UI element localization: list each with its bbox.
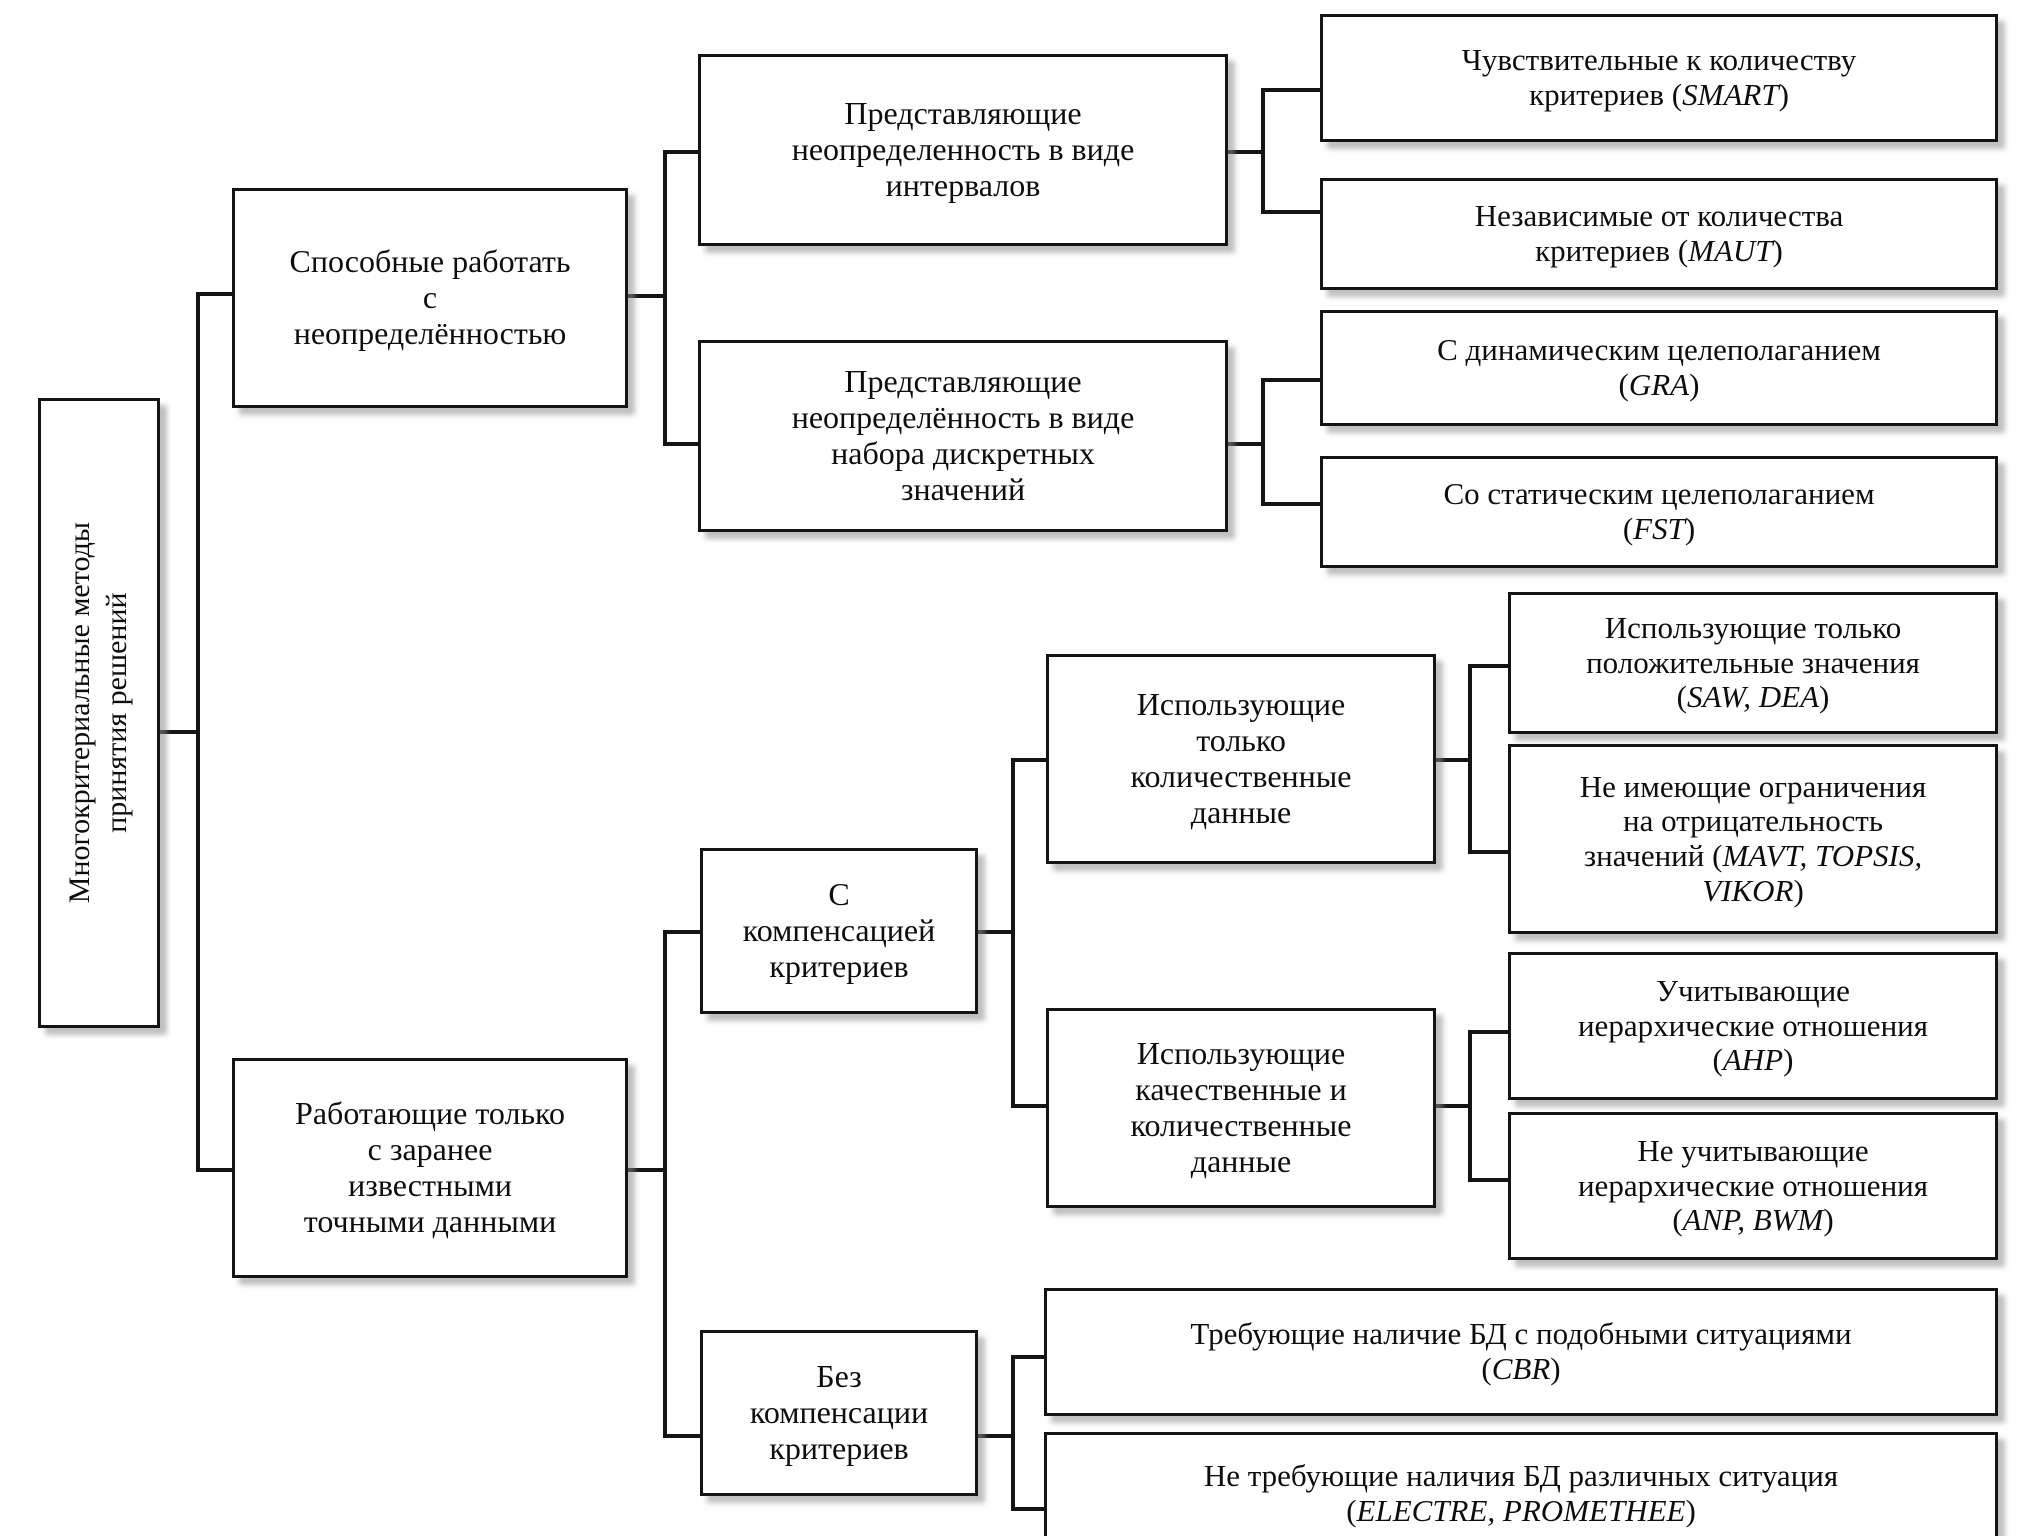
- connector-l3m-stub: [1432, 1104, 1472, 1108]
- connector-l2int-stub: [1225, 150, 1265, 154]
- connector-l1b-stub: [627, 1168, 667, 1172]
- connector-to-mavt: [1468, 850, 1512, 854]
- connector-l1b-spine: [663, 930, 667, 1438]
- connector-to-smart: [1261, 88, 1325, 92]
- connector-to-l1-a: [196, 292, 236, 296]
- connector-to-maut: [1261, 210, 1325, 214]
- connector-to-electre: [1011, 1507, 1049, 1511]
- connector-l2dis-stub: [1225, 442, 1265, 446]
- connector-l2int-spine: [1261, 88, 1265, 214]
- connector-l1a-spine: [663, 150, 667, 446]
- node-leaf-electre[interactable]: Не требующие наличия БД различных ситуац…: [1044, 1432, 1998, 1536]
- connector-to-l3-quant: [1011, 758, 1051, 762]
- connector-to-l2-int: [663, 150, 703, 154]
- connector-l3q-spine: [1468, 664, 1472, 854]
- node-leaf-gra[interactable]: С динамическим целеполаганием(GRA): [1320, 310, 1998, 426]
- node-leaf-cbr[interactable]: Требующие наличие БД с подобными ситуаци…: [1044, 1288, 1998, 1416]
- connector-root-stub: [156, 730, 200, 734]
- connector-l2comp-stub: [975, 930, 1015, 934]
- node-leaf-electre-label: Не требующие наличия БД различных ситуац…: [1203, 1458, 1839, 1528]
- connector-to-ahp: [1468, 1030, 1512, 1034]
- connector-l2noc-stub: [975, 1434, 1015, 1438]
- connector-l3q-stub: [1432, 758, 1472, 762]
- connector-to-l2-noc: [663, 1434, 705, 1438]
- connector-l3m-spine: [1468, 1030, 1472, 1182]
- connector-root-spine: [196, 292, 200, 1172]
- connector-to-fst: [1261, 502, 1325, 506]
- connector-to-l1-b: [196, 1168, 236, 1172]
- connector-to-l3-mixed: [1011, 1104, 1051, 1108]
- connector-to-cbr: [1011, 1355, 1049, 1359]
- connector-l1a-stub: [627, 294, 667, 298]
- node-leaf-fst-label: Со статическим целеполаганием(FST): [1443, 476, 1875, 546]
- connector-to-anpbwm: [1468, 1178, 1512, 1182]
- connector-to-gra: [1261, 378, 1325, 382]
- connector-l2dis-spine: [1261, 378, 1265, 506]
- connector-to-l2-comp: [663, 930, 705, 934]
- node-leaf-fst[interactable]: Со статическим целеполаганием(FST): [1320, 456, 1998, 568]
- node-leaf-gra-label: С динамическим целеполаганием(GRA): [1437, 332, 1881, 402]
- connector-l2comp-spn: [1011, 758, 1015, 1108]
- connector-to-l2-dis: [663, 442, 703, 446]
- connector-l2noc-spn: [1011, 1355, 1015, 1511]
- connector-to-sawdea: [1468, 664, 1512, 668]
- node-leaf-cbr-label: Требующие наличие БД с подобными ситуаци…: [1190, 1316, 1852, 1386]
